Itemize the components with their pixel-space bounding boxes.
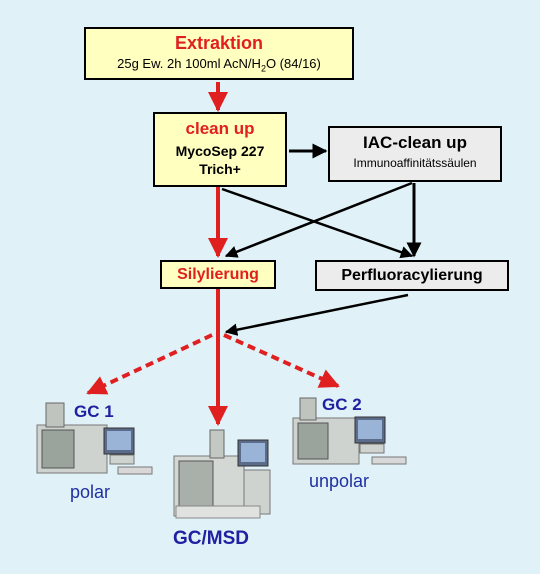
- dashed-arrow-to-gc1: [86, 333, 213, 395]
- extraktion-detail-sub: 2: [260, 63, 266, 74]
- gc2-mode-label: unpolar: [309, 471, 370, 491]
- dashed-arrow-to-gc2: [223, 333, 340, 388]
- cleanup-title: clean up: [185, 119, 255, 138]
- silylierung-box: Silylierung: [160, 260, 276, 289]
- arrow-perfluor-to-merge: [224, 293, 409, 336]
- perfluor-title: Perfluoracylierung: [341, 267, 483, 284]
- gcmsd-label: GC/MSD: [173, 528, 249, 549]
- gcmsd-instrument-image: [173, 429, 271, 519]
- gc1-mode-label: polar: [70, 482, 111, 502]
- perfluoracylierung-box: Perfluoracylierung: [315, 260, 509, 291]
- cleanup-line2: Trich+: [199, 160, 241, 177]
- extraktion-title: Extraktion: [174, 33, 264, 53]
- gc2-instrument-image: [292, 397, 407, 465]
- cleanup-line1: MycoSep 227: [175, 142, 265, 159]
- gc1-label: GC 1: [74, 402, 114, 421]
- gc1-instrument-image: [36, 402, 153, 475]
- cleanup-box: clean up MycoSep 227 Trich+: [153, 112, 287, 187]
- extraktion-detail-b: O (84/16): [265, 55, 321, 71]
- silylierung-title: Silylierung: [177, 266, 259, 283]
- iac-title: IAC-clean up: [363, 133, 467, 152]
- extraktion-box: Extraktion 25g Ew. 2h 100ml AcN/H2O (84/…: [84, 27, 354, 80]
- gc2-label: GC 2: [322, 395, 362, 414]
- iac-cleanup-box: IAC-clean up Immunoaffinitätssäulen: [328, 126, 502, 182]
- extraktion-detail-a: 25g Ew. 2h 100ml AcN/H: [117, 55, 261, 71]
- arrow-cleanup-to-perfluor: [221, 187, 414, 259]
- extraktion-detail: 25g Ew. 2h 100ml AcN/H2O (84/16): [86, 55, 352, 74]
- arrow-iac-to-silylierung: [224, 181, 413, 258]
- iac-line1: Immunoaffinitätssäulen: [353, 155, 477, 170]
